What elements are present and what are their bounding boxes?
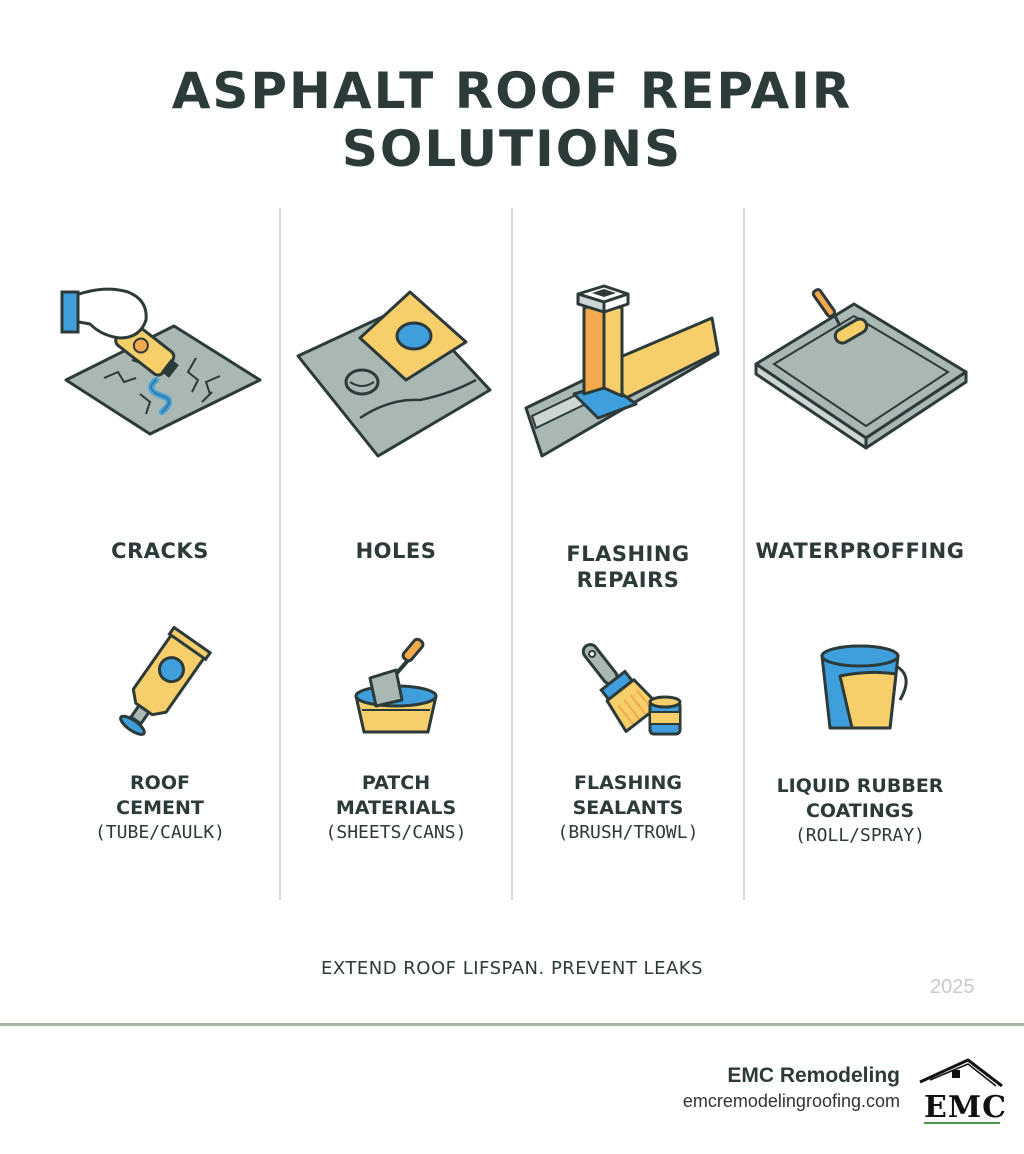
solution-method: (SHEETS/CANS) [325, 822, 467, 843]
column-cracks: CRACKS ROOF CEMENT (TUBE/CAULK) [44, 208, 276, 900]
logo-underline [924, 1122, 1000, 1124]
problem-label: HOLES [355, 539, 437, 563]
trowel-bucket-icon [354, 637, 438, 734]
footer-divider [0, 1023, 1024, 1026]
solution-name: LIQUID RUBBER COATINGS [776, 775, 944, 822]
solution-method: (ROLL/SPRAY) [794, 825, 926, 846]
column-waterproofing: WATERPROFFING LIQUID RUBBER COATINGS (RO… [744, 208, 976, 900]
column-holes: HOLES PATCH MATERIALS (SHEETS/CANS) [280, 208, 512, 900]
column-divider [511, 208, 513, 900]
roof-hole-patch-icon [296, 290, 492, 458]
house-roof-logo-icon [919, 1058, 1003, 1088]
year-label: 2025 [930, 976, 975, 998]
solution-method: (TUBE/CAULK) [94, 822, 226, 843]
column-divider [743, 208, 745, 900]
column-flashing-repairs: FLASHING REPAIRS FLASHING SEALANTS (BRUS… [512, 208, 744, 900]
roof-roller-coating-icon [754, 288, 968, 450]
brand-name: EMC Remodeling [727, 1064, 900, 1087]
page-title: ASPHALT ROOF REPAIR SOLUTIONS [171, 62, 853, 178]
problem-label: WATERPROFFING [755, 539, 965, 563]
brush-can-icon [581, 643, 682, 736]
column-divider [279, 208, 281, 900]
cracked-roof-caulking-icon [60, 287, 262, 436]
paint-bucket-icon [820, 644, 908, 730]
brand-logo-text: EMC [924, 1090, 1007, 1125]
solution-method: (BRUSH/TROWL) [557, 822, 699, 843]
solution-name: PATCH MATERIALS [335, 772, 457, 819]
problem-label: FLASHING REPAIRS [566, 542, 690, 592]
solution-name: FLASHING SEALANTS [572, 772, 684, 819]
solution-name: ROOF CEMENT [116, 772, 204, 819]
tagline: EXTEND ROOF LIFSPAN. PREVENT LEAKS [321, 958, 703, 979]
chimney-flashing-icon [524, 284, 720, 458]
caulk-tube-icon [119, 626, 213, 736]
problem-label: CRACKS [111, 539, 209, 563]
brand-url[interactable]: emcremodelingroofing.com [682, 1091, 900, 1111]
